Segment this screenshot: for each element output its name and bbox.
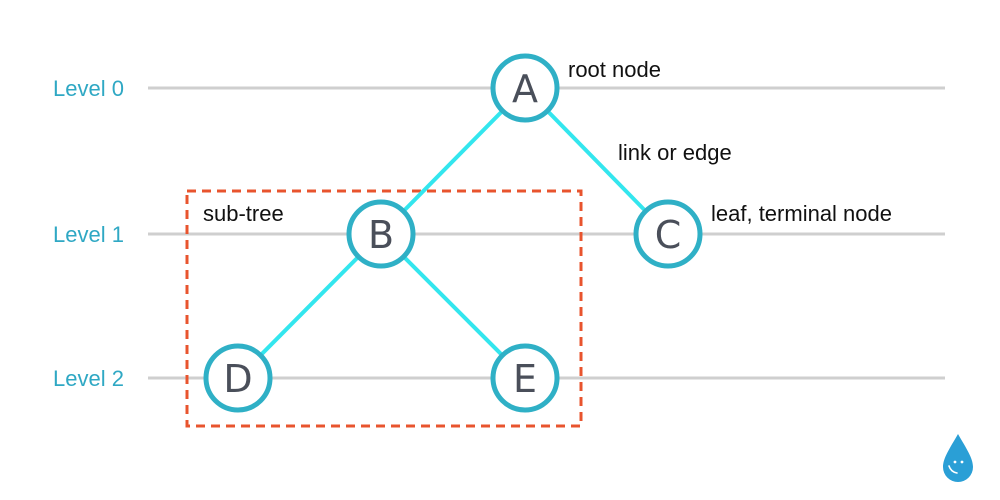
level-label-2: Level 2 xyxy=(53,366,124,391)
node-e-label: E xyxy=(513,357,537,401)
node-b: B xyxy=(346,199,416,269)
water-drop-logo-icon xyxy=(943,434,973,482)
edge-annotation: link or edge xyxy=(618,140,732,165)
level-label-0: Level 0 xyxy=(53,76,124,101)
node-d-label: D xyxy=(223,357,252,401)
node-a-label: A xyxy=(512,67,538,111)
node-c-label: C xyxy=(655,213,682,257)
leaf-annotation: leaf, terminal node xyxy=(711,201,892,226)
node-b-label: B xyxy=(368,213,394,257)
subtree-label: sub-tree xyxy=(203,201,284,226)
node-c: C xyxy=(633,199,703,269)
subtree-box xyxy=(185,189,583,428)
root-node-annotation: root node xyxy=(568,57,661,82)
node-a: A xyxy=(490,53,560,123)
level-label-1: Level 1 xyxy=(53,222,124,247)
node-e: E xyxy=(490,343,560,413)
node-d: D xyxy=(203,343,273,413)
